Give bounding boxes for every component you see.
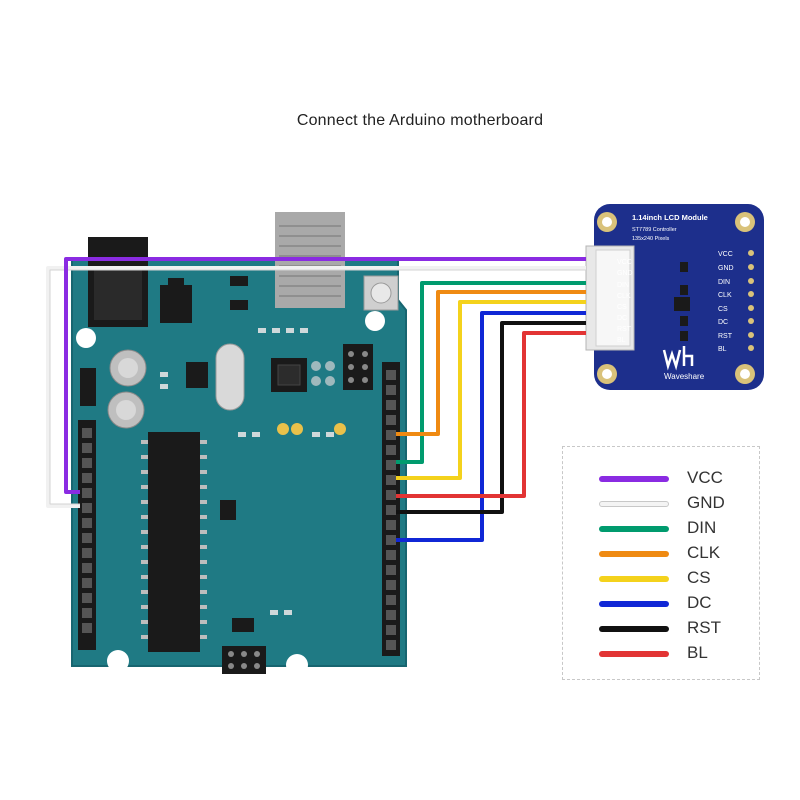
waveshare-logo: Waveshare [662, 346, 705, 381]
pin-label-left: DC [617, 315, 627, 322]
pin-label-left: RST [617, 326, 632, 333]
pin-label-left: CLK [617, 293, 631, 300]
pin-label-left: GND [617, 270, 633, 277]
legend-line [599, 576, 669, 582]
legend-row-vcc: VCC [563, 467, 761, 492]
legend-label: RST [687, 618, 721, 637]
wire-gnd [46, 266, 586, 508]
lcd-pixels: 135x240 Pixels [632, 236, 670, 242]
legend-line [599, 626, 669, 632]
pin-label-right: CLK [718, 292, 732, 299]
wire-bl [396, 331, 586, 498]
legend-label: BL [687, 643, 708, 662]
wire-din [396, 281, 586, 464]
wire-vcc [64, 257, 586, 494]
legend-label: VCC [687, 468, 723, 487]
arduino-board [71, 212, 407, 676]
legend-label: DIN [687, 518, 717, 537]
wire-clk [396, 290, 586, 436]
legend-line [599, 476, 669, 482]
lcd-module: 1.14inch LCD Module ST7789 Controller 13… [585, 204, 764, 390]
wire-dc [396, 311, 586, 542]
wire-cs [396, 300, 586, 480]
pin-label-right: RST [718, 333, 733, 340]
pin-label-left: DIN [617, 282, 629, 289]
legend-row-clk: CLK [563, 542, 761, 567]
pin-label-right: VCC [718, 251, 733, 258]
pin-label-left: VCC [617, 259, 632, 266]
wire-rst [396, 321, 586, 514]
legend-line [599, 501, 669, 507]
legend-line [599, 526, 669, 532]
pin-label-right: CS [718, 306, 728, 313]
page-title: Connect the Arduino motherboard [296, 112, 544, 129]
lcd-brand: Waveshare [664, 372, 705, 381]
legend-row-bl: BL [563, 642, 761, 667]
legend-row-gnd: GND [563, 492, 761, 517]
legend-label: CLK [687, 543, 721, 562]
pin-label-right: GND [718, 265, 734, 272]
legend-label: GND [687, 493, 725, 512]
lcd-controller: ST7789 Controller [632, 227, 677, 233]
legend-line [599, 601, 669, 607]
wires [46, 257, 586, 542]
legend-line [599, 651, 669, 657]
lcd-module-name: 1.14inch LCD Module [632, 213, 708, 222]
wire-legend: VCC GND DIN CLK CS DC RST BL [562, 446, 760, 680]
legend-label: DC [687, 593, 712, 612]
legend-row-cs: CS [563, 567, 761, 592]
legend-line [599, 551, 669, 557]
legend-row-rst: RST [563, 617, 761, 642]
pin-label-right: DC [718, 319, 728, 326]
legend-row-dc: DC [563, 592, 761, 617]
legend-row-din: DIN [563, 517, 761, 542]
legend-label: CS [687, 568, 711, 587]
pin-label-right: BL [718, 346, 727, 353]
pin-label-left: BL [617, 337, 626, 344]
pin-label-left: CS [617, 304, 627, 311]
pin-label-right: DIN [718, 279, 730, 286]
